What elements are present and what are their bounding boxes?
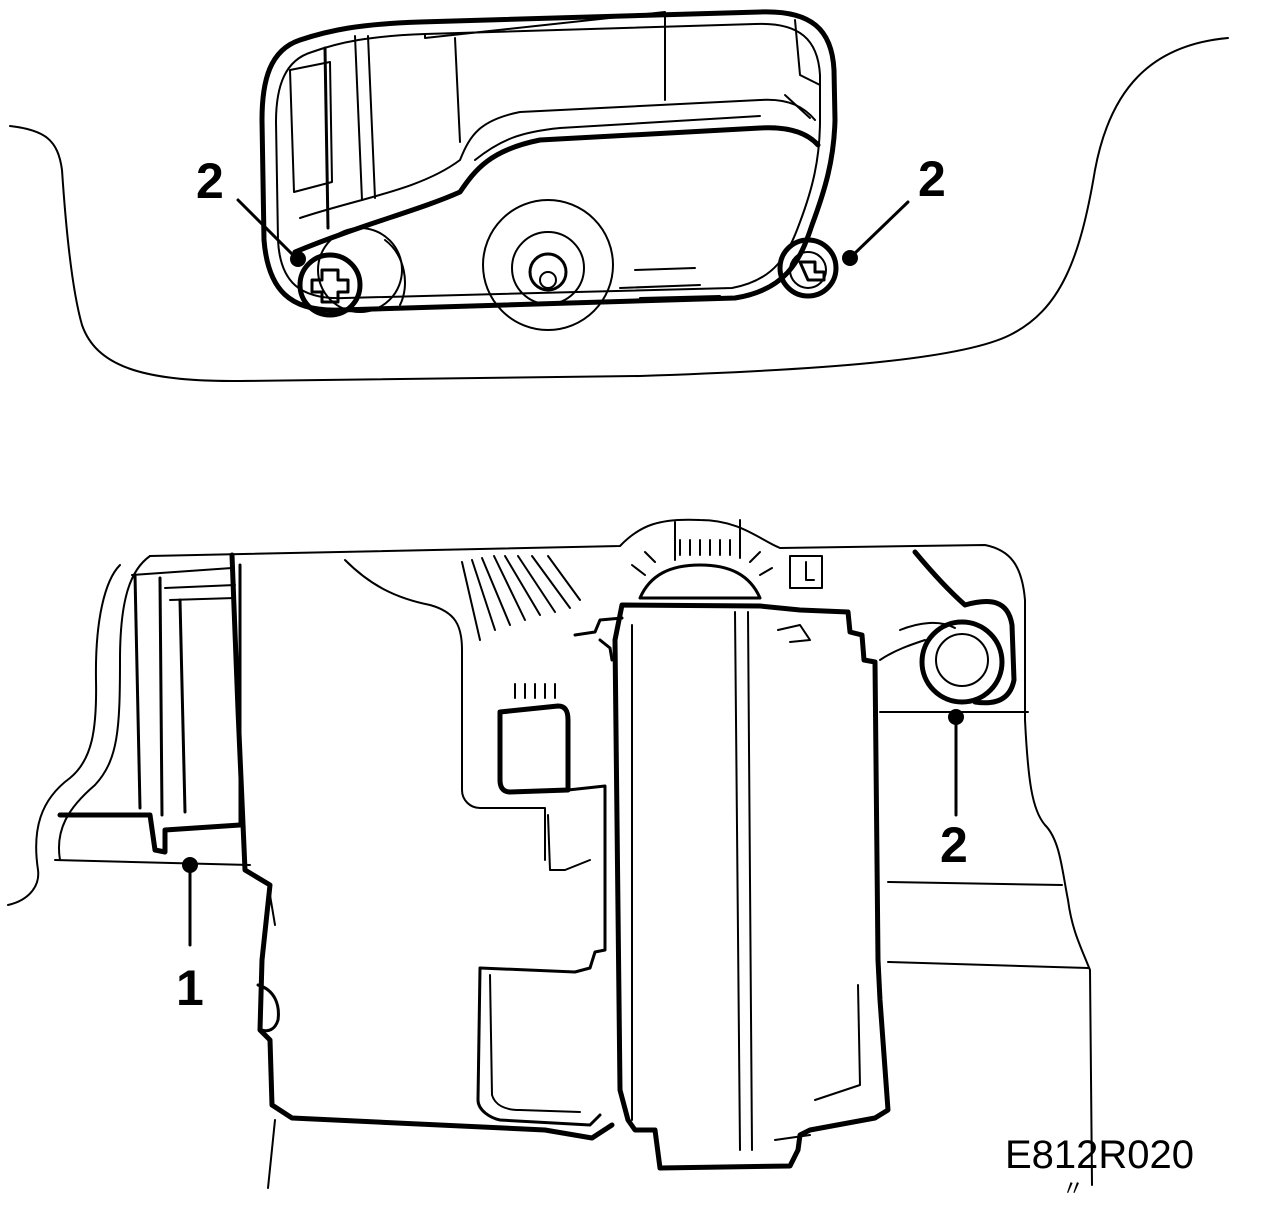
ridge-shadow xyxy=(474,115,761,161)
module-left-notch xyxy=(256,983,280,1033)
rib-lines xyxy=(619,267,721,299)
callout-bottom-right: 2 xyxy=(940,817,968,873)
switch-ribs xyxy=(514,683,556,699)
leader-top-right xyxy=(850,200,910,258)
grommet-inner xyxy=(935,633,989,687)
callout-bottom-left: 1 xyxy=(176,960,204,1016)
boss-center-pin xyxy=(539,271,557,289)
screw-top-right xyxy=(777,237,839,299)
left-bracket xyxy=(57,812,243,855)
housing-left-wall xyxy=(323,46,330,230)
body-horizontal-1 xyxy=(54,859,251,866)
leader-top-left xyxy=(236,198,298,260)
callout-top-right: 2 xyxy=(918,151,946,207)
module-left-block xyxy=(229,552,615,1141)
step-profile-inner xyxy=(489,814,591,1113)
recess-outer-rim xyxy=(259,9,838,313)
curved-ridge-lower xyxy=(292,125,821,255)
left-channel xyxy=(133,563,242,827)
boss-left-arc xyxy=(384,239,406,306)
figure-code: E812R020 xyxy=(1005,1133,1194,1177)
indicator-box xyxy=(789,555,823,589)
central-module-left-flange xyxy=(573,616,624,662)
lamp-rays xyxy=(631,539,773,576)
housing-top-ledge xyxy=(424,11,666,143)
boss-center-inner xyxy=(528,252,568,292)
central-module xyxy=(612,602,891,1171)
body-outline-left xyxy=(7,564,121,906)
leader-dot-top-right xyxy=(842,250,858,266)
screw-top-left xyxy=(297,252,363,318)
module-left-leg xyxy=(267,894,276,1189)
figure-code-mark: 〃 xyxy=(1062,1176,1084,1201)
housing-window xyxy=(289,61,333,193)
boss-left-outer xyxy=(317,227,403,313)
vent-ribs xyxy=(461,555,581,641)
curved-ridge-upper xyxy=(299,98,816,219)
bottom-view: 1 2 xyxy=(7,518,1093,1189)
module-top-curve xyxy=(344,559,546,861)
body-top-edge xyxy=(149,518,1093,1186)
grommet-outer xyxy=(919,619,1005,705)
recess-inner-rim xyxy=(275,22,821,300)
housing-pillar-a xyxy=(354,35,376,201)
boss-center-outer xyxy=(482,199,614,331)
grommet-arm xyxy=(879,622,956,661)
right-bracket xyxy=(912,549,1017,706)
switch-block xyxy=(497,703,571,795)
top-view: 2 2 xyxy=(9,9,1229,383)
leader-dot-top-left xyxy=(290,251,306,267)
boss-center-mid xyxy=(511,231,585,305)
central-module-right-tab xyxy=(777,624,811,643)
callout-top-left: 2 xyxy=(196,153,224,209)
left-channel-top xyxy=(131,567,236,601)
trim-panel-outline xyxy=(9,37,1229,383)
step-profile xyxy=(476,784,607,1127)
body-horizontal-2 xyxy=(879,711,1089,969)
central-module-inner xyxy=(631,611,861,1151)
lamp-housing xyxy=(674,519,741,561)
lamp-dome xyxy=(638,563,762,600)
